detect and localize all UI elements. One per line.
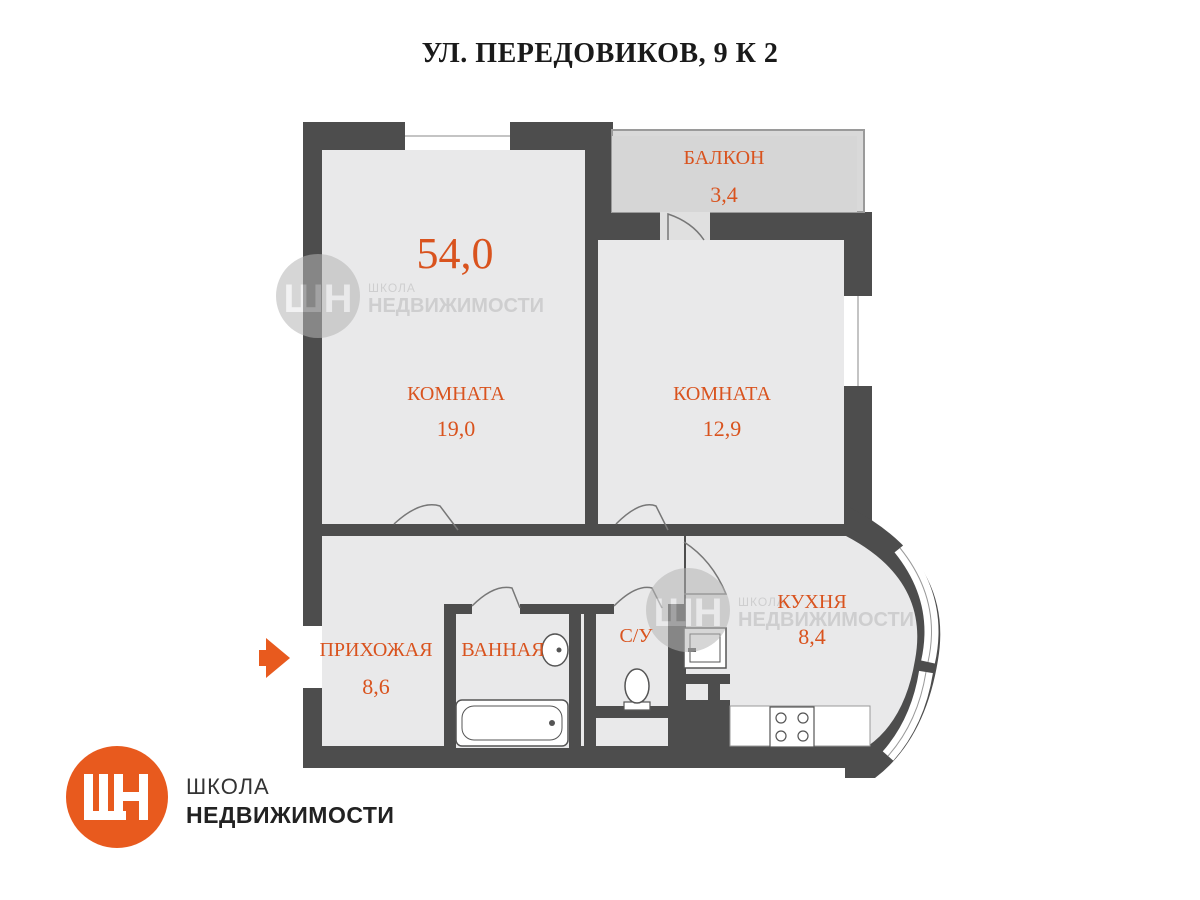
kitchen-name: КУХНЯ bbox=[777, 591, 846, 613]
bathroom-name: ВАННАЯ bbox=[461, 639, 544, 661]
room-2-name: КОМНАТА bbox=[673, 383, 771, 405]
balcony-area: 3,4 bbox=[710, 182, 738, 207]
watermark-2-line1: ШКОЛА bbox=[738, 595, 786, 609]
brand-logo: ШКОЛА НЕДВИЖИМОСТИ bbox=[66, 746, 406, 856]
watermark-1-line1: ШКОЛА bbox=[368, 281, 416, 295]
room-2-area: 12,9 bbox=[703, 416, 742, 441]
watermark-1: ШН ШКОЛА НЕДВИЖИМОСТИ bbox=[276, 254, 544, 338]
room-2-floor bbox=[598, 240, 844, 524]
windows bbox=[303, 122, 939, 761]
watermark-2-line2: НЕДВИЖИМОСТИ bbox=[738, 609, 914, 631]
svg-text:ШН: ШН bbox=[283, 277, 352, 321]
brand-logo-icon bbox=[66, 746, 168, 848]
sink-icon bbox=[541, 633, 569, 667]
stove-icon bbox=[769, 706, 815, 748]
watermark-2: ШН ШКОЛА НЕДВИЖИМОСТИ bbox=[646, 568, 914, 652]
logo-line-2: НЕДВИЖИМОСТИ bbox=[186, 802, 395, 828]
kitchen-area: 8,4 bbox=[798, 624, 826, 649]
watermark-1-line2: НЕДВИЖИМОСТИ bbox=[368, 295, 544, 317]
logo-line-1: ШКОЛА bbox=[186, 774, 270, 799]
room-1-name: КОМНАТА bbox=[407, 383, 505, 405]
kitchen-floor bbox=[686, 536, 918, 746]
entrance-door-opening bbox=[303, 626, 322, 688]
toilet-icon bbox=[623, 668, 651, 711]
address-title: УЛ. ПЕРЕДОВИКОВ, 9 К 2 bbox=[421, 38, 779, 69]
bathtub-icon bbox=[455, 699, 569, 747]
balcony-name: БАЛКОН bbox=[684, 147, 765, 169]
hall-area: 8,6 bbox=[362, 674, 390, 699]
balcony bbox=[611, 129, 865, 213]
wc-name: С/У bbox=[619, 625, 653, 647]
labels: 54,0 КОМНАТА 19,0 КОМНАТА 12,9 БАЛКОН 3,… bbox=[319, 147, 846, 699]
floors bbox=[322, 150, 918, 748]
room-1-area: 19,0 bbox=[437, 416, 476, 441]
hall-name: ПРИХОЖАЯ bbox=[319, 639, 432, 661]
svg-text:ШН: ШН bbox=[653, 591, 722, 635]
entrance-arrow-icon bbox=[259, 638, 290, 678]
partitions bbox=[322, 240, 846, 748]
room-1-floor bbox=[322, 150, 585, 524]
total-area: 54,0 bbox=[417, 229, 494, 278]
